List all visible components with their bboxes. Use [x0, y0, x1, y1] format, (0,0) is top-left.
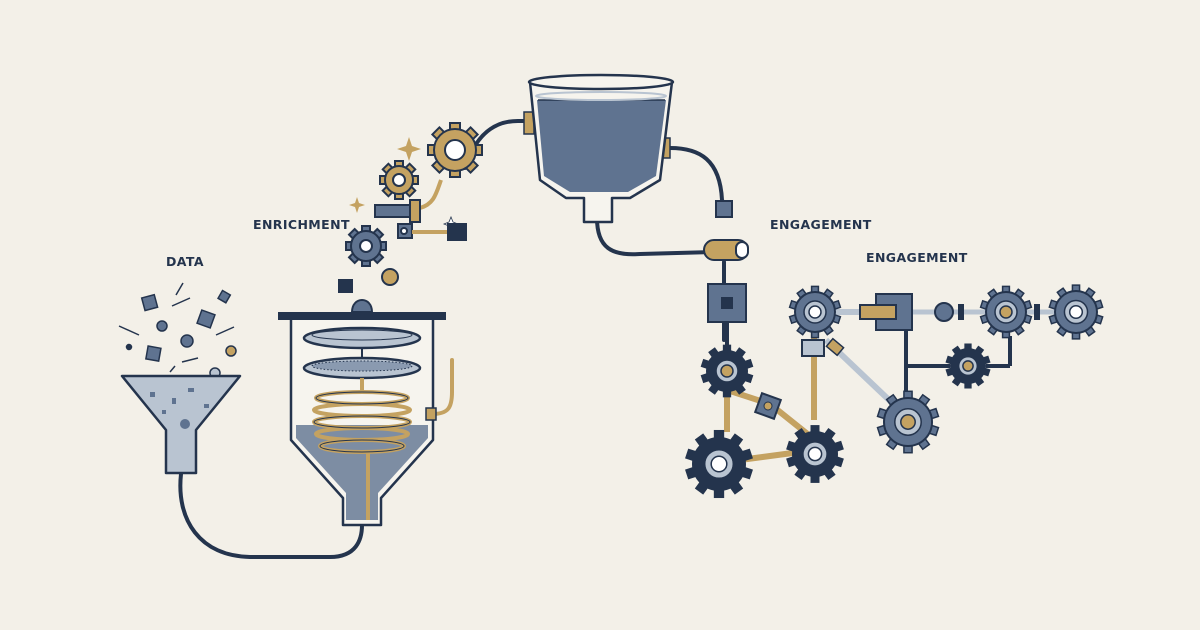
funnel-contents: [150, 388, 209, 429]
stage-label-data: DATA: [166, 254, 204, 269]
gear-icon: [945, 343, 991, 389]
stage-label-engagement-secondary: ENGAGEMENT: [866, 250, 968, 265]
pipe-hopper-to-piston: [595, 216, 716, 257]
sparkle-icon: [397, 137, 421, 161]
gear-icon: [788, 285, 842, 339]
pipe-funnel-to-tank: [178, 472, 364, 559]
stage-label-engagement: ENGAGEMENT: [770, 217, 872, 232]
piston-icon: [703, 239, 749, 261]
gear-icon: [979, 285, 1033, 339]
gear-icon: [345, 225, 387, 267]
enrichment-parts: [338, 122, 483, 293]
data-bead: [381, 268, 399, 286]
data-funnel: [118, 282, 242, 475]
filter-tank-icon: [278, 299, 446, 527]
gear-icon: [685, 429, 753, 499]
sparkle-icon: [349, 197, 365, 213]
hopper-icon: [523, 73, 675, 224]
tank-lid: [278, 312, 446, 320]
gear-icon: [876, 390, 940, 454]
hopper-contents: [537, 100, 666, 192]
hopper-rim: [527, 73, 675, 91]
pipe-tank-side: [430, 358, 454, 416]
pipe-hopper-to-engagement: [668, 146, 726, 206]
stage-label-enrichment: ENRICHMENT: [253, 217, 350, 232]
data-block: [338, 279, 353, 293]
gear-icon: [379, 160, 419, 200]
data-particles: [118, 282, 237, 379]
gear-icon: [427, 122, 483, 178]
gear-icon: [1048, 284, 1104, 340]
tank-knob: [350, 299, 374, 313]
gear-icon: [786, 425, 844, 483]
linkage: [374, 179, 467, 241]
gear-icon: [700, 344, 754, 398]
engagement-gears: [685, 284, 1104, 499]
